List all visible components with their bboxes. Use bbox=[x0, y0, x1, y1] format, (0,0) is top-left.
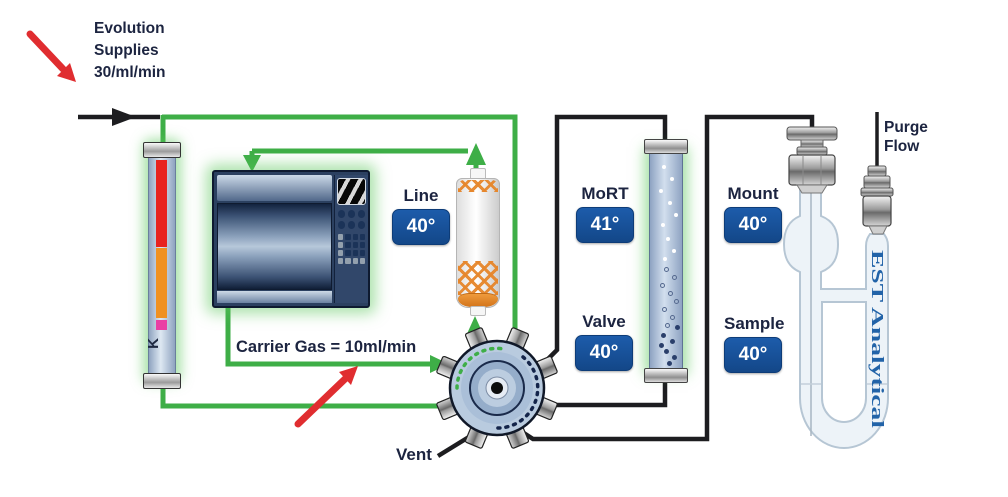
mort-top-cap bbox=[644, 139, 688, 154]
mort-bottom-cap bbox=[644, 368, 688, 383]
rotary-valve bbox=[435, 326, 559, 450]
gc-oven-door bbox=[217, 203, 332, 290]
temp-value-badge: 40° bbox=[724, 337, 782, 373]
temp-label: Mount bbox=[727, 184, 779, 203]
valve-to-sparger-line bbox=[514, 114, 815, 442]
temp-label: Line bbox=[403, 186, 439, 205]
flowmeter-bottom-cap bbox=[143, 373, 181, 389]
temp-badge-line: Line 40° bbox=[392, 186, 450, 245]
temp-label: Valve bbox=[582, 312, 626, 331]
flowmeter-red-band bbox=[156, 160, 167, 247]
gc-screen bbox=[337, 178, 366, 205]
trap-column bbox=[456, 168, 500, 319]
sample-tube-fitting bbox=[860, 165, 894, 235]
flowmeter-float bbox=[156, 320, 167, 330]
mort-tube-body bbox=[649, 152, 683, 370]
trap-bottom-nub bbox=[470, 306, 486, 316]
gc-keypad bbox=[338, 234, 365, 264]
gc-instrument bbox=[212, 170, 370, 308]
temp-badge-mount: Mount 40° bbox=[724, 184, 782, 243]
trap-mesh-top bbox=[458, 180, 498, 192]
sparge-glassware: EST Analytical bbox=[782, 112, 894, 449]
supply-annotation: Evolution Supplies 30/ml/min bbox=[94, 20, 166, 81]
temp-badge-valve: Valve 40° bbox=[575, 312, 633, 371]
flowmeter-top-cap bbox=[143, 142, 181, 158]
temp-badge-mort: MoRT 41° bbox=[576, 184, 634, 243]
temp-value-badge: 40° bbox=[392, 209, 450, 245]
temp-value-badge: 41° bbox=[576, 207, 634, 243]
trap-bottom-cap bbox=[458, 293, 498, 307]
gc-soft-keys bbox=[338, 210, 365, 229]
gc-control-panel bbox=[334, 175, 368, 303]
mort-tube bbox=[644, 139, 688, 385]
supply-inlet-line bbox=[78, 108, 160, 126]
trap-body bbox=[456, 178, 500, 308]
gc-bottom-band bbox=[217, 291, 332, 303]
flowmeter-outlet-line bbox=[160, 384, 448, 409]
temp-badge-sample: Sample 40° bbox=[724, 314, 785, 373]
gc-top-band bbox=[217, 175, 332, 201]
purge-flow-annotation: Purge Flow bbox=[884, 119, 928, 155]
temp-value-badge: 40° bbox=[575, 335, 633, 371]
carrier-gas-line bbox=[225, 298, 449, 373]
sparger-fitting bbox=[786, 126, 838, 194]
red-arrow-carrier bbox=[294, 366, 358, 428]
flowmeter: K bbox=[143, 130, 181, 392]
trap-mesh-bottom bbox=[458, 261, 498, 295]
flowmeter-orange-band bbox=[156, 248, 167, 318]
carrier-gas-annotation: Carrier Gas = 10ml/min bbox=[236, 338, 417, 356]
temp-label: Sample bbox=[724, 314, 785, 333]
brand-vertical-text: EST Analytical bbox=[868, 250, 887, 428]
red-arrow-supply bbox=[26, 30, 76, 82]
vent-annotation: Vent bbox=[396, 445, 432, 464]
temp-label: MoRT bbox=[581, 184, 629, 203]
flowmeter-scale-mark: K bbox=[144, 338, 162, 349]
temp-value-badge: 40° bbox=[724, 207, 782, 243]
